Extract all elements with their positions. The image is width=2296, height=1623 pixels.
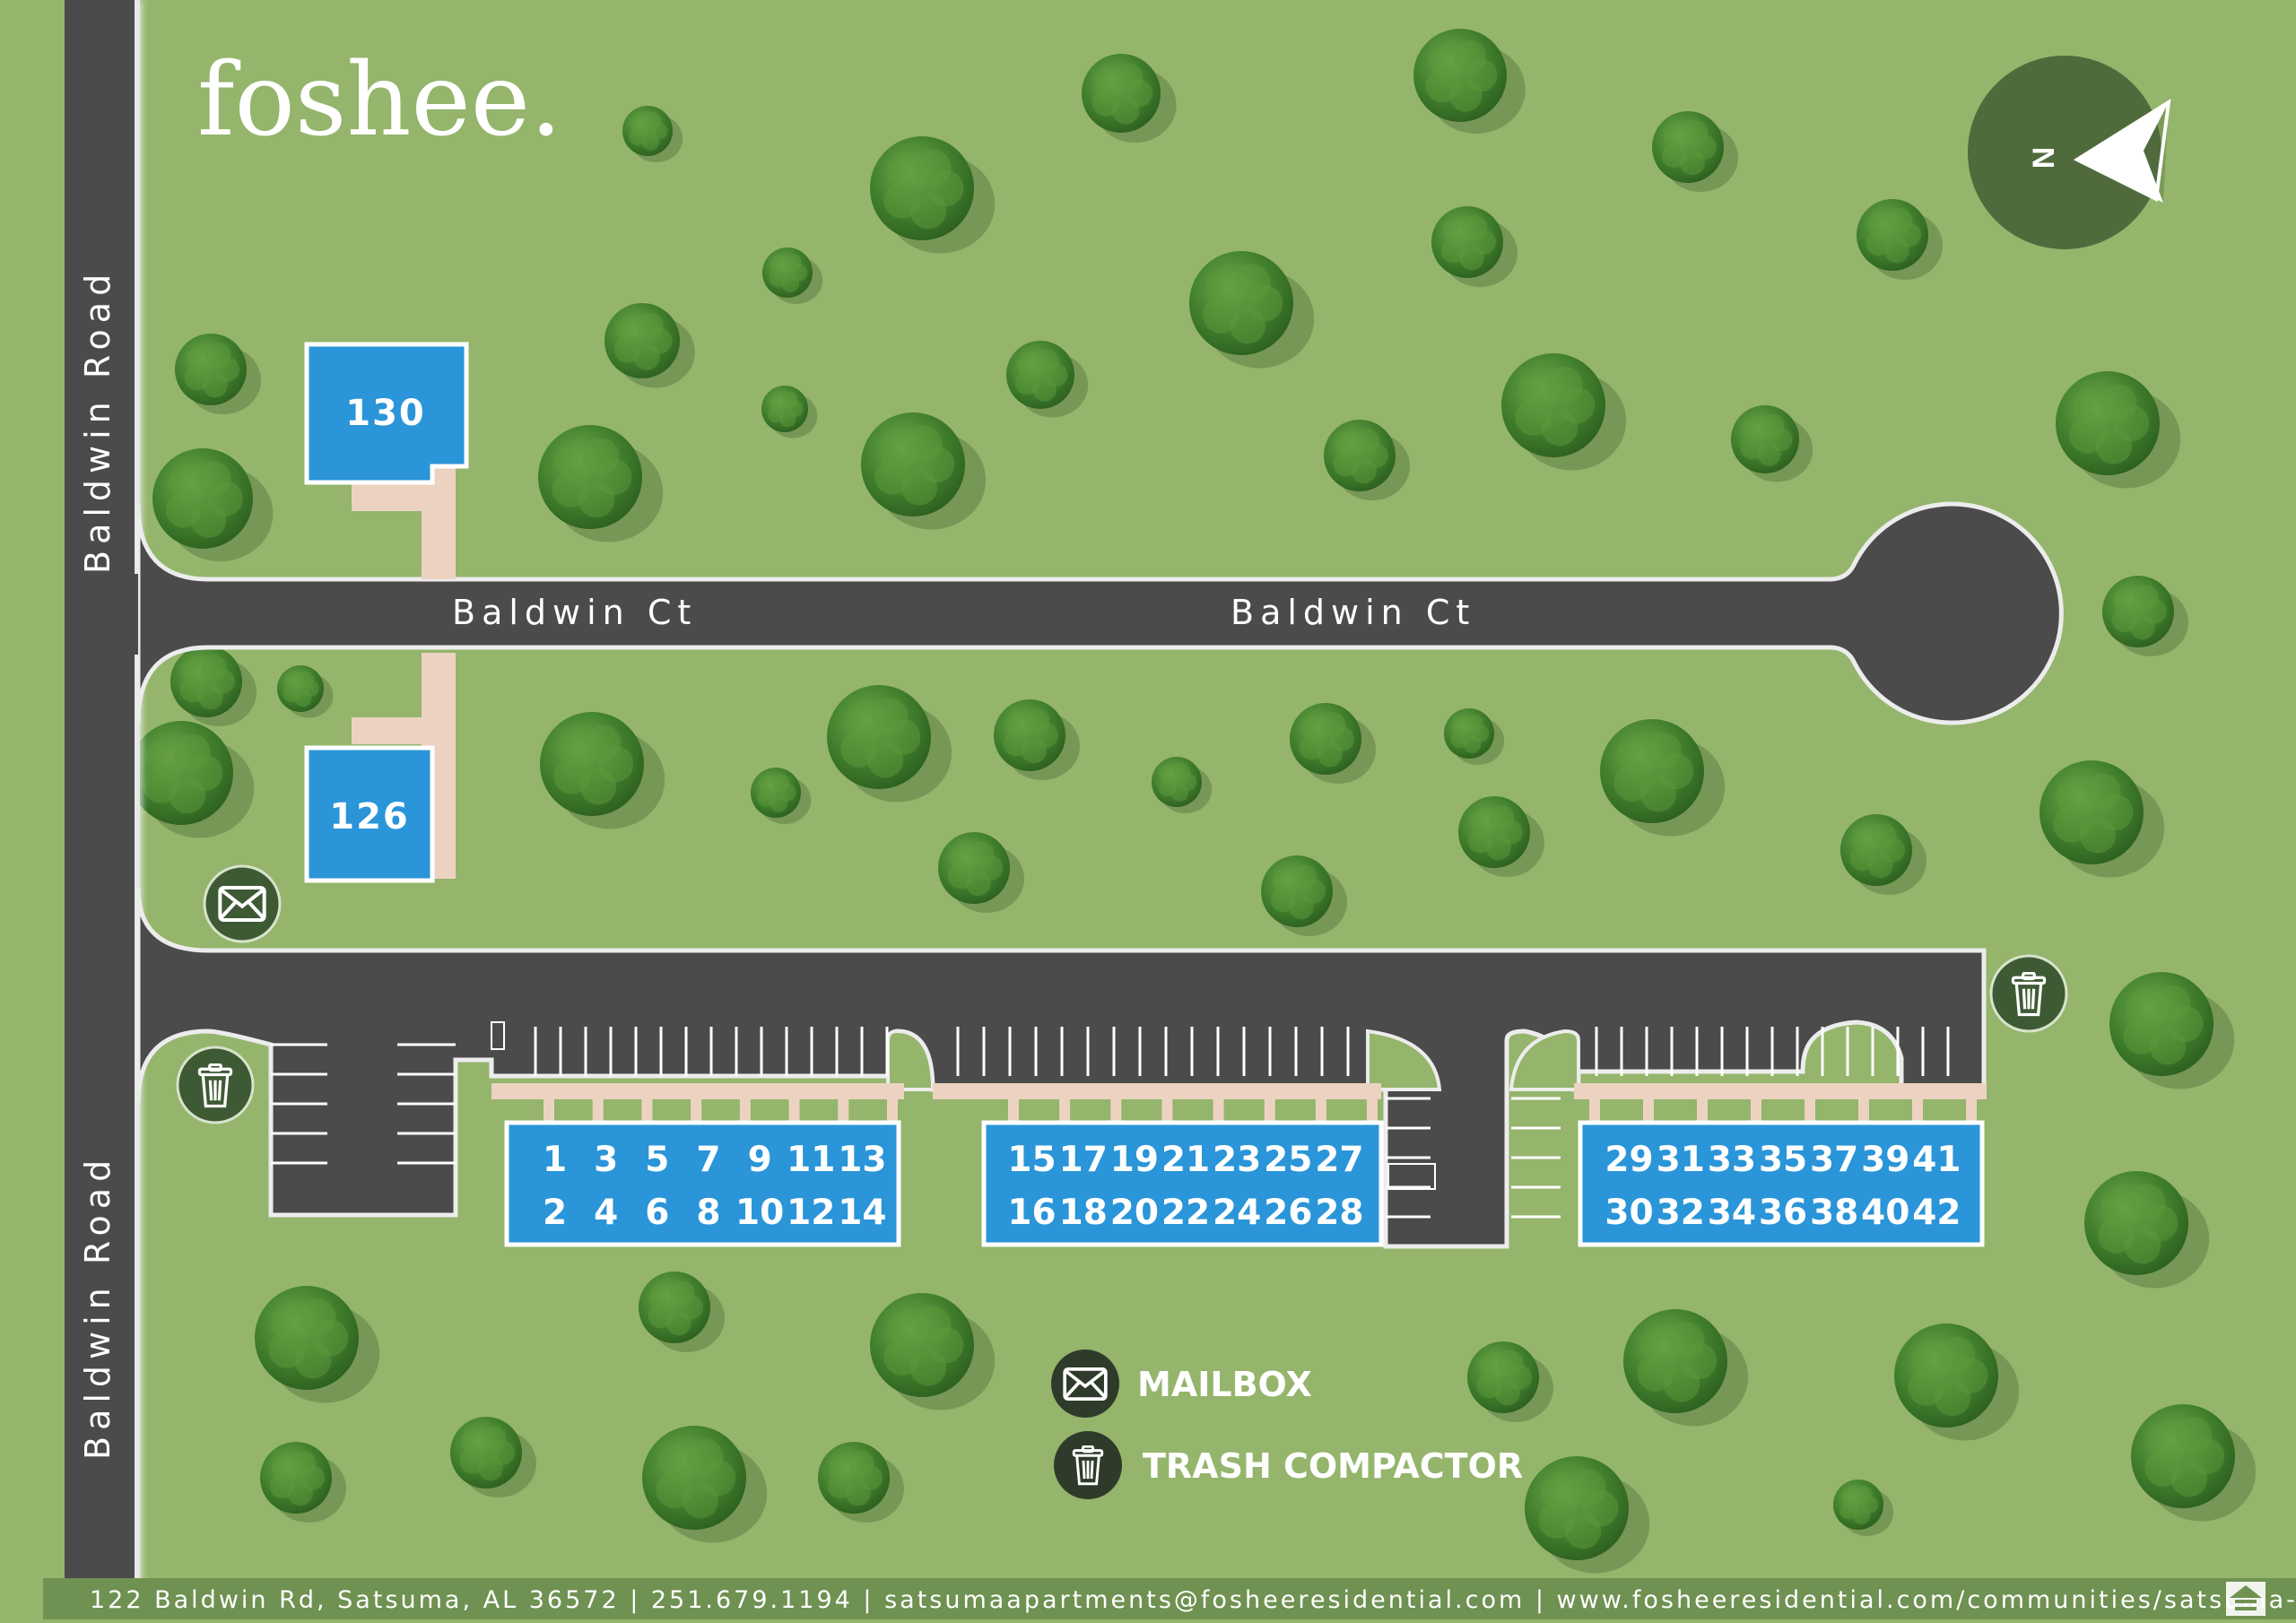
unit-number: 13 (838, 1140, 886, 1180)
unit-number: 1 (543, 1140, 567, 1180)
walkways (352, 457, 1987, 1099)
unit-number: 16 (1007, 1193, 1056, 1233)
unit-number: 20 (1110, 1193, 1159, 1233)
trash-compactor-icon[interactable] (176, 1046, 255, 1124)
baldwin-road-label-upper: Baldwin Road (78, 268, 117, 574)
legend-mailbox: MAILBOX (1051, 1350, 1312, 1418)
unit-number: 5 (645, 1140, 669, 1180)
unit-number: 18 (1059, 1193, 1108, 1233)
unit-number: 26 (1264, 1193, 1312, 1233)
unit-number: 29 (1605, 1140, 1653, 1180)
equal-housing-icon (2226, 1582, 2266, 1616)
north-arrow-icon: N (1968, 56, 2171, 249)
compass-north-label: N (2027, 147, 2061, 169)
unit-number: 37 (1810, 1140, 1858, 1180)
baldwin-road-label-lower: Baldwin Road (78, 1154, 117, 1460)
unit-number: 14 (838, 1193, 886, 1233)
unit-number: 36 (1759, 1193, 1807, 1233)
trees-layer (129, 29, 2257, 1574)
mailbox-icon[interactable] (203, 864, 282, 943)
unit-number: 33 (1708, 1140, 1756, 1180)
unit-number: 17 (1059, 1140, 1108, 1180)
unit-number: 8 (696, 1193, 720, 1233)
road-network (65, 0, 2064, 1605)
unit-number: 12 (787, 1193, 835, 1233)
legend-mailbox-label: MAILBOX (1137, 1365, 1312, 1404)
trash-compactor-icon[interactable] (1989, 954, 2068, 1033)
unit-number: 40 (1861, 1193, 1909, 1233)
unit-number: 30 (1605, 1193, 1653, 1233)
unit-number: 25 (1264, 1140, 1312, 1180)
legend-trash: TRASH COMPACTOR (1054, 1431, 1523, 1499)
unit-number: 21 (1161, 1140, 1210, 1180)
walkway-steps (544, 1096, 1977, 1123)
unit-number: 38 (1810, 1193, 1858, 1233)
baldwin-ct-label-right: Baldwin Ct (1231, 593, 1475, 632)
foshee-logo: foshee. (197, 42, 562, 159)
building-126-label: 126 (329, 796, 410, 838)
baldwin-ct-road (135, 501, 2064, 725)
accessible-hatch (491, 1021, 1436, 1190)
unit-number: 15 (1007, 1140, 1056, 1180)
unit-number: 9 (748, 1140, 772, 1180)
building-130-label: 130 (345, 393, 426, 434)
parking-stripes (271, 1027, 1950, 1219)
unit-number: 42 (1912, 1193, 1961, 1233)
unit-number: 34 (1708, 1193, 1756, 1233)
footer-bar: 122 Baldwin Rd, Satsuma, AL 36572 | 251.… (43, 1578, 2296, 1619)
unit-number: 22 (1161, 1193, 1210, 1233)
footer-contact-text: 122 Baldwin Rd, Satsuma, AL 36572 | 251.… (90, 1586, 2296, 1614)
unit-number: 35 (1759, 1140, 1807, 1180)
legend-trash-label: TRASH COMPACTOR (1143, 1446, 1523, 1486)
unit-number: 11 (787, 1140, 835, 1180)
unit-number: 28 (1315, 1193, 1363, 1233)
unit-number: 39 (1861, 1140, 1909, 1180)
unit-number: 41 (1912, 1140, 1961, 1180)
unit-number: 10 (735, 1193, 784, 1233)
unit-number: 19 (1110, 1140, 1159, 1180)
unit-number: 31 (1657, 1140, 1705, 1180)
unit-number: 23 (1213, 1140, 1261, 1180)
unit-number: 6 (645, 1193, 669, 1233)
unit-number: 24 (1213, 1193, 1261, 1233)
baldwin-ct-label-left: Baldwin Ct (452, 593, 697, 632)
unit-number: 2 (543, 1193, 567, 1233)
legend: MAILBOX TRASH COMPACTOR (1051, 1350, 1523, 1499)
unit-number: 32 (1657, 1193, 1705, 1233)
envelope-icon (1051, 1350, 1119, 1418)
unit-number: 4 (594, 1193, 618, 1233)
baldwin-road (65, 0, 138, 1605)
unit-number: 27 (1315, 1140, 1363, 1180)
building-126[interactable]: 126 (304, 745, 435, 883)
building-130[interactable]: 130 (304, 342, 469, 485)
unit-number: 7 (696, 1140, 720, 1180)
unit-number: 3 (594, 1140, 618, 1180)
